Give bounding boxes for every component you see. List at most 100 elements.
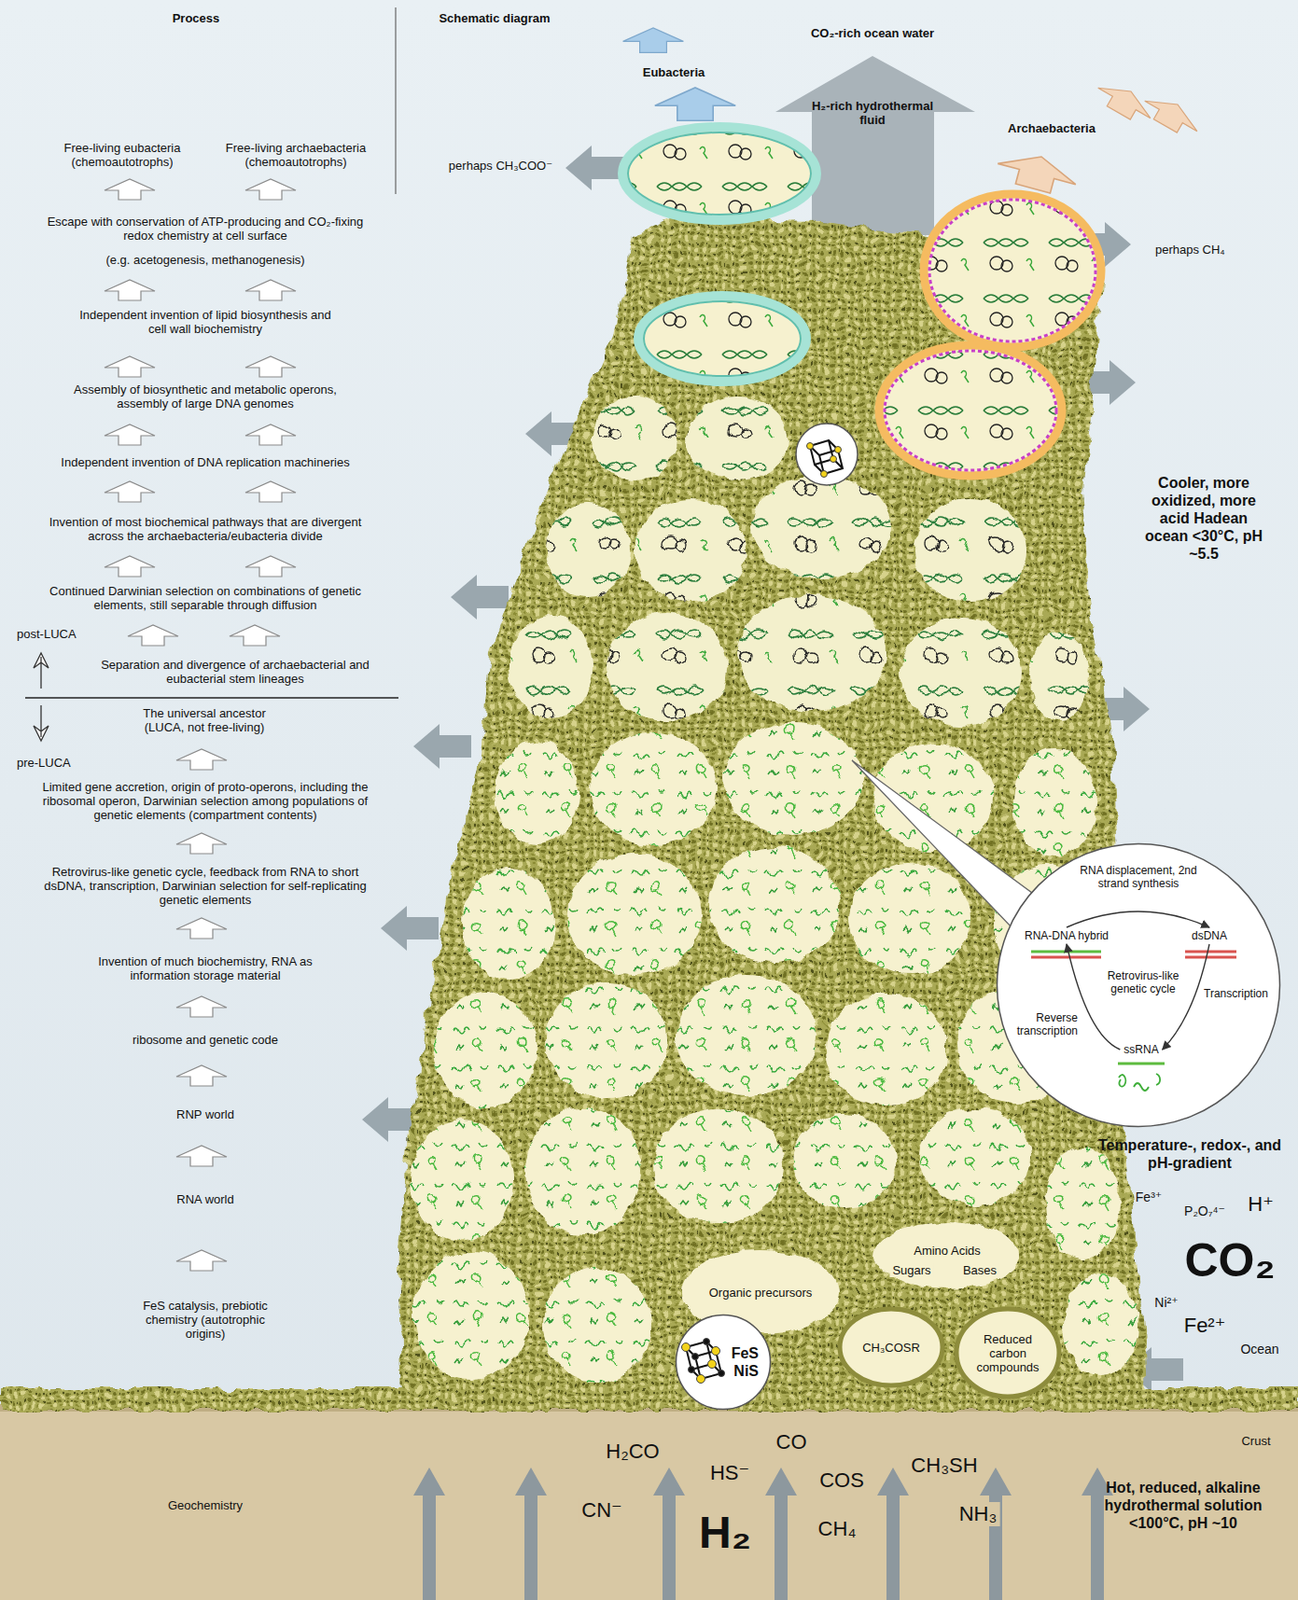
label-slot: Cooler, more oxidized, more acid Hadean … [1141, 474, 1268, 563]
label-slot: (e.g. acetogenesis, methanogenesis) [105, 252, 305, 267]
process-step: Invention of much biochemistry, RNA as i… [83, 954, 327, 983]
molecule-box: RNA-DNA hybrid [1020, 927, 1113, 945]
region-label: Ocean [1240, 1341, 1279, 1357]
label-slot: perhaps CH₃COO⁻ [448, 158, 553, 173]
shape-outline [674, 1313, 772, 1411]
edge-label: Reverse transcription [993, 1011, 1078, 1038]
gas-label: COS [816, 1468, 867, 1494]
label-slot: Geochemistry [167, 1498, 243, 1513]
process-step: Retrovirus-like genetic cycle, feedback … [37, 865, 374, 908]
label-slot: Schematic diagram [438, 11, 550, 26]
cluster-atom [688, 1367, 696, 1374]
edge-label: RNA displacement, 2nd strand synthesis [1077, 864, 1200, 891]
label-slot: Transcription [1203, 987, 1269, 1001]
label-slot: Amino Acids [910, 1242, 984, 1259]
node-text: CH₃COSR [844, 1340, 938, 1355]
label-slot: Reverse transcription [993, 1011, 1078, 1038]
node-text: RNA-DNA hybrid [1024, 929, 1109, 943]
process-step: Independent invention of DNA replication… [60, 455, 349, 470]
process-step: Invention of most biochemical pathways t… [46, 515, 364, 544]
product-label: perhaps CH₃COO⁻ [448, 158, 553, 173]
label-slot: Independent invention of DNA replication… [60, 455, 349, 470]
label-slot: Invention of much biochemistry, RNA as i… [83, 954, 327, 983]
region-label: CO₂-rich ocean water [810, 26, 935, 41]
label-slot: ribosome and genetic code [132, 1032, 279, 1047]
compartment-outline [956, 1309, 1060, 1397]
condition-label: Cooler, more oxidized, more acid Hadean … [1141, 474, 1268, 563]
label-slot: Limited gene accretion, origin of proto-… [27, 780, 383, 823]
compartment-label: Amino Acids [910, 1243, 984, 1258]
cluster-atom [703, 1339, 711, 1346]
cluster-atom [711, 1347, 721, 1356]
rna-strand [1117, 1062, 1165, 1066]
product-label: perhaps CH₄ [1155, 242, 1226, 257]
label-slot: Escape with conservation of ATP-producin… [37, 214, 374, 243]
label-slot: H₂-rich hydrothermal fluid [807, 98, 938, 127]
molecule-label: CO₂ [1184, 1233, 1275, 1289]
process-step: Geochemistry [167, 1498, 243, 1513]
node-text: dsDNA [1191, 929, 1228, 943]
label-slot: Bases [960, 1261, 1000, 1279]
cluster-bonds [685, 1341, 722, 1380]
label-slot: perhaps CH₄ [1155, 242, 1226, 257]
label-slot: Free-living archaebacteria (chemoautotro… [209, 140, 383, 169]
label-slot: Fe²⁺ [1184, 1313, 1227, 1339]
label-slot: Ocean [1240, 1341, 1279, 1357]
label-slot: H⁺ [1247, 1192, 1274, 1217]
label-slot: Retrovirus-like genetic cycle, feedback … [37, 865, 374, 908]
label-slot: Separation and divergence of archaebacte… [95, 657, 376, 686]
compartment-label: Organic precursors [706, 1285, 816, 1300]
rna-fold [1118, 1074, 1160, 1091]
gas-label: CH₄ [815, 1517, 860, 1542]
label-slot: Sugars [889, 1261, 934, 1279]
label-slot: Archaebacteria [1007, 121, 1096, 136]
stage-label: pre-LUCA [16, 755, 71, 770]
process-step: FeS catalysis, prebiotic chemistry (auto… [133, 1298, 279, 1341]
region-label: Crust [1241, 1434, 1271, 1449]
connector [1066, 911, 1210, 928]
gradient-label: Temperature-, redox-, and pH-gradient [1091, 1136, 1288, 1173]
label-slot: Free-living eubacteria (chemoautotrophs) [41, 140, 205, 169]
compartment-label: Sugars [889, 1263, 934, 1278]
label-slot: Process [172, 11, 221, 26]
label-slot: post-LUCA [16, 627, 77, 642]
process-step: Separation and divergence of archaebacte… [95, 657, 376, 686]
node-text: Reduced carbon compounds [968, 1332, 1047, 1375]
node-text: ssRNA [1123, 1043, 1159, 1057]
process-note: (e.g. acetogenesis, methanogenesis) [105, 252, 305, 267]
label-slot: Continued Darwinian selection on combina… [23, 584, 388, 613]
process-step: ribosome and genetic code [132, 1032, 279, 1047]
label-slot: RNP world [176, 1107, 235, 1122]
cluster-atom [692, 1353, 699, 1361]
label-slot: Assembly of biosynthetic and metabolic o… [55, 382, 355, 411]
label-slot: RNA world [176, 1192, 234, 1207]
column-heading: Process [172, 11, 221, 26]
ion-label: Fe²⁺ [1184, 1313, 1227, 1339]
condition-label: Hot, reduced, alkaline hydrothermal solu… [1080, 1479, 1286, 1533]
ion-label: Ni²⁺ [1154, 1295, 1178, 1311]
stage-label: post-LUCA [16, 627, 77, 642]
label-slot: Independent invention of lipid biosynthe… [79, 307, 332, 336]
gas-label: H₂CO [602, 1439, 662, 1465]
label-slot: COS [816, 1468, 867, 1494]
gas-label: H₂ [696, 1507, 754, 1560]
label-slot: FeS catalysis, prebiotic chemistry (auto… [133, 1298, 279, 1341]
label-slot: Temperature-, redox-, and pH-gradient [1091, 1136, 1288, 1173]
label-slot: CO₂-rich ocean water [810, 26, 935, 41]
process-step: Free-living archaebacteria (chemoautotro… [209, 140, 383, 169]
gas-label: HS⁻ [707, 1461, 753, 1486]
compartment: CH₃COSR [837, 1306, 946, 1389]
label-slot: CN⁻ [578, 1498, 625, 1523]
process-step: Assembly of biosynthetic and metabolic o… [55, 382, 355, 411]
gas-label: CH₃SH [907, 1453, 980, 1479]
label-slot: H₂ [696, 1507, 754, 1560]
label-slot: CO₂ [1184, 1233, 1275, 1289]
rna-strand [1031, 950, 1102, 954]
molecule-box: ssRNA [1119, 1041, 1162, 1059]
callout-circle [676, 1315, 771, 1410]
node-text: NiS [733, 1362, 759, 1381]
process-step: RNA world [176, 1192, 234, 1207]
cluster-atom [718, 1370, 726, 1378]
dna-strand [1185, 950, 1237, 954]
process-step: RNP world [176, 1107, 235, 1122]
